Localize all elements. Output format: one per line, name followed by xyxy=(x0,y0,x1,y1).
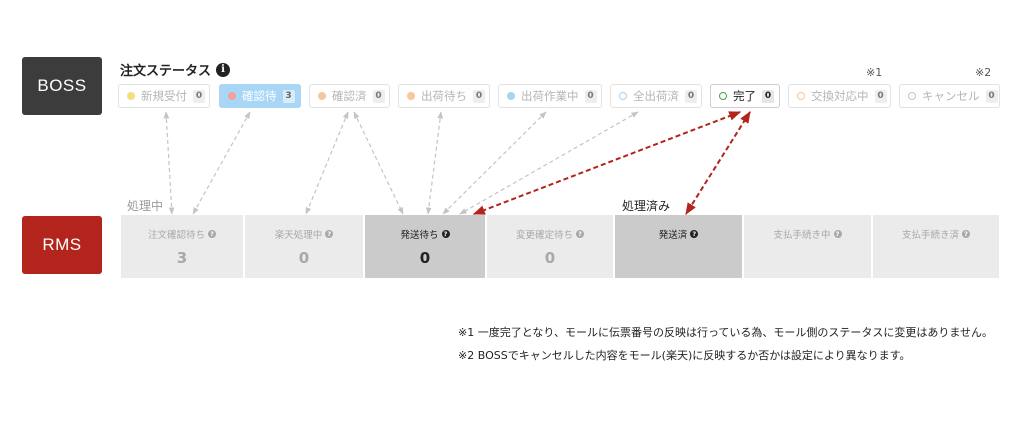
rms-cell-payment-completed[interactable]: 支払手続き済? xyxy=(873,215,1001,278)
status-dot-icon xyxy=(719,92,727,100)
status-tab-label: キャンセル xyxy=(922,89,980,103)
status-tab-awaiting-confirmation[interactable]: 確認待 3 xyxy=(219,84,301,108)
boss-system-label: BOSS xyxy=(22,57,102,115)
status-dot-icon xyxy=(318,92,326,100)
status-tab-label: 新規受付 xyxy=(141,89,187,103)
status-tab-label: 確認済 xyxy=(332,89,367,103)
arrow-all-shipped-to-awaiting-shipment xyxy=(459,111,639,215)
status-tab-awaiting-shipment[interactable]: 出荷待ち 0 xyxy=(398,84,490,108)
status-count-badge: 0 xyxy=(874,89,887,103)
status-dot-icon xyxy=(797,92,805,100)
rms-cell-count: 0 xyxy=(298,249,310,267)
status-tab-cancel[interactable]: キャンセル 0 xyxy=(899,84,1000,108)
status-count-badge: 0 xyxy=(193,89,205,103)
status-count-badge: 0 xyxy=(473,89,485,103)
help-icon: ? xyxy=(441,230,450,238)
footnote-1: ※1 一度完了となり、モールに伝票番号の反映は行っている為、モール側のステータス… xyxy=(458,326,994,339)
rms-cell-label: 変更確定待ち xyxy=(515,230,573,241)
status-count-badge: 0 xyxy=(685,89,697,103)
arrow-awaiting-confirmation-to-order-confirmation xyxy=(192,111,251,215)
footnote-2: ※2 BOSSでキャンセルした内容をモール(楽天)に反映するか否かは設定により異… xyxy=(458,349,911,362)
rms-cell-awaiting-shipment[interactable]: 発送待ち? 0 xyxy=(365,215,487,278)
status-tab-exchange-in-progress[interactable]: 交換対応中 0 xyxy=(788,84,891,108)
status-tab-label: 確認待 xyxy=(242,89,277,103)
help-icon: ? xyxy=(325,230,334,238)
arrow-new-to-order-confirmation xyxy=(163,111,175,215)
rms-cell-label: 支払手続き中 xyxy=(773,230,831,241)
rms-cell-payment-in-progress[interactable]: 支払手続き中? xyxy=(744,215,873,278)
arrow-completed-to-awaiting-shipment xyxy=(472,111,742,215)
info-icon[interactable]: i xyxy=(216,62,231,77)
status-count-badge: 0 xyxy=(985,89,998,103)
arrow-shipping-in-progress-to-awaiting-shipment xyxy=(442,111,547,215)
help-icon: ? xyxy=(576,230,584,238)
order-status-title-text: 注文ステータス xyxy=(120,64,212,79)
status-dot-icon xyxy=(507,92,515,100)
rms-system-label: RMS xyxy=(22,216,102,274)
rms-cell-label: 支払手続き済 xyxy=(901,230,959,241)
arrow-awaiting-shipment-to-awaiting-shipment xyxy=(425,111,444,215)
status-tab-label: 交換対応中 xyxy=(811,89,869,103)
processing-label: 処理中 xyxy=(127,199,164,213)
arrow-confirmed-to-rakuten-processing xyxy=(305,111,349,215)
status-count-badge: 0 xyxy=(762,89,774,103)
rms-cell-label: 楽天処理中 xyxy=(274,230,323,241)
status-count-badge: 0 xyxy=(372,89,385,103)
status-count-badge: 0 xyxy=(584,89,597,103)
status-tab-new[interactable]: 新規受付 0 xyxy=(118,84,210,108)
rms-cell-label: 発送済 xyxy=(658,230,688,241)
status-tab-all-shipped[interactable]: 全出荷済 0 xyxy=(610,84,702,108)
arrow-confirmed-to-awaiting-shipment xyxy=(353,111,404,215)
status-dot-icon xyxy=(407,92,415,100)
status-tab-label: 出荷待ち xyxy=(421,89,467,103)
status-dot-icon xyxy=(619,92,627,100)
rms-cell-count: 0 xyxy=(419,249,431,267)
order-status-title: 注文ステータス i xyxy=(120,60,231,79)
rms-cell-count: 3 xyxy=(176,249,188,267)
help-icon: ? xyxy=(962,230,970,238)
rms-cell-label: 注文確認待ち xyxy=(147,230,205,241)
help-icon: ? xyxy=(208,230,216,238)
note-mark-1: ※1 xyxy=(866,66,883,79)
status-tab-label: 出荷作業中 xyxy=(521,89,579,103)
rms-cell-label: 発送待ち xyxy=(400,230,439,241)
help-icon: ? xyxy=(690,230,699,238)
status-dot-icon xyxy=(127,92,135,100)
status-dot-icon xyxy=(908,92,916,100)
status-tab-label: 全出荷済 xyxy=(633,89,679,103)
rms-cell-change-confirmation[interactable]: 変更確定待ち? 0 xyxy=(487,215,615,278)
status-tab-confirmed[interactable]: 確認済 0 xyxy=(309,84,390,108)
rms-cell-shipped[interactable]: 発送済? xyxy=(615,215,744,278)
status-tab-completed[interactable]: 完了 0 xyxy=(710,84,780,108)
status-tab-shipping-in-progress[interactable]: 出荷作業中 0 xyxy=(498,84,602,108)
arrow-completed-to-shipped xyxy=(685,110,751,216)
status-dot-icon xyxy=(228,92,236,100)
help-icon: ? xyxy=(833,230,842,238)
rms-cell-count: 0 xyxy=(544,249,556,267)
rms-cell-order-confirmation[interactable]: 注文確認待ち? 3 xyxy=(121,215,245,278)
note-mark-2: ※2 xyxy=(975,66,992,79)
rms-cell-rakuten-processing[interactable]: 楽天処理中? 0 xyxy=(245,215,365,278)
status-count-badge: 3 xyxy=(282,89,295,103)
status-tab-label: 完了 xyxy=(733,89,756,103)
